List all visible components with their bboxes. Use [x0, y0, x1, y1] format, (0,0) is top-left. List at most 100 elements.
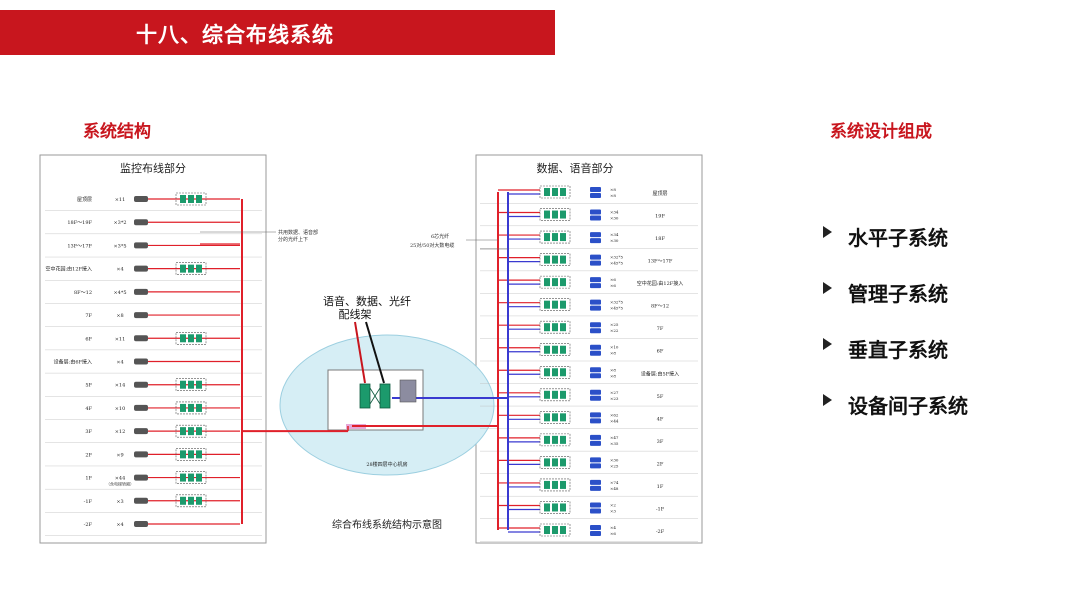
monitor-floor-label: 2F — [85, 452, 92, 458]
data-unit-box — [539, 298, 571, 311]
data-floor-label: 6F — [657, 349, 664, 355]
data-floor-label: 屋顶层 — [652, 191, 667, 197]
structure-label: 系统结构 — [83, 122, 151, 142]
phone-icon — [590, 187, 601, 192]
fiber-note-line1: 6芯光纤 — [431, 233, 449, 240]
pc-icon — [590, 215, 601, 221]
phone-icon — [590, 299, 601, 305]
data-floor-count: ×25 — [610, 322, 619, 327]
phone-icon — [590, 502, 601, 508]
phone-icon — [590, 254, 601, 260]
monitor-floor-label: 设备层:由6F接入 — [54, 359, 92, 366]
data-unit-patch — [552, 413, 558, 422]
monitor-unit-patch — [196, 380, 202, 389]
monitor-floor-label: 5F — [85, 383, 92, 389]
monitor-floor-label: 8F～12 — [74, 290, 92, 296]
data-unit-patch — [560, 345, 566, 354]
camera-icon — [134, 497, 148, 504]
pc-icon — [590, 260, 601, 266]
data-unit-box — [539, 208, 571, 221]
data-floor-count: ×25 — [610, 463, 619, 468]
camera-icon — [134, 219, 148, 226]
data-unit-patch — [560, 526, 566, 534]
data-unit-patch — [552, 390, 558, 399]
monitor-floor-count: ×11 — [115, 197, 126, 203]
monitor-floor-count: ×3*2 — [113, 220, 126, 226]
data-unit-box — [539, 523, 571, 537]
data-unit-box — [539, 411, 571, 424]
data-floor-label: 2F — [657, 461, 664, 467]
data-unit-patch — [544, 278, 550, 287]
phone-icon — [590, 232, 601, 238]
data-unit-patch — [560, 435, 566, 444]
monitor-unit-patch — [180, 450, 186, 459]
data-floor-count: ×8 — [610, 351, 616, 356]
data-unit-patch — [544, 210, 550, 219]
monitor-unit-box — [175, 471, 207, 484]
center-room-label: 28楼四层中心机房 — [366, 461, 407, 468]
data-unit-patch — [560, 390, 566, 399]
data-unit-patch — [544, 458, 550, 467]
phone-icon — [590, 479, 601, 485]
data-unit-patch — [544, 188, 550, 196]
monitor-unit-patch — [188, 380, 194, 389]
pc-icon — [590, 328, 601, 334]
data-unit-patch — [544, 323, 550, 332]
header-bar: 十八、综合布线系统 — [0, 10, 555, 55]
data-unit-patch — [552, 368, 558, 377]
data-floor-count: ×27 — [610, 390, 619, 395]
pc-icon — [590, 305, 601, 311]
data-floor-label: 8F～12 — [651, 304, 669, 310]
camera-icon — [134, 521, 148, 527]
camera-icon — [134, 196, 148, 202]
monitor-floor-count: ×14 — [115, 383, 126, 389]
data-unit-patch — [552, 458, 558, 467]
phone-icon — [590, 434, 601, 440]
monitor-unit-patch — [196, 195, 202, 203]
data-floor-label: 4F — [657, 416, 664, 422]
data-floor-count: ×35 — [610, 441, 619, 446]
data-unit-box — [539, 433, 571, 447]
pc-icon — [590, 485, 601, 491]
data-floor-count: ×8 — [610, 373, 616, 378]
data-unit-patch — [544, 503, 550, 512]
data-unit-box — [539, 275, 571, 289]
data-unit-box — [539, 185, 571, 199]
data-floor-count: ×30 — [610, 457, 619, 462]
data-unit-box — [539, 320, 571, 334]
monitor-unit-box — [175, 448, 207, 461]
data-unit-patch — [552, 278, 558, 287]
data-unit-box — [539, 456, 571, 469]
data-unit-patch — [552, 323, 558, 332]
data-floor-count: ×62 — [610, 412, 619, 417]
monitor-panel-title: 监控布线部分 — [120, 161, 186, 175]
share-note-line2: 分的光纤上下 — [278, 236, 308, 243]
camera-icon — [134, 265, 148, 272]
monitor-unit-box — [175, 424, 207, 438]
data-unit-patch — [552, 480, 558, 489]
monitor-floor-count: ×3 — [116, 499, 123, 505]
data-floor-count: ×30 — [610, 238, 619, 243]
data-floor-label: 19F — [655, 214, 665, 220]
data-floor-label: -2F — [656, 529, 665, 535]
data-floor-label: -1F — [656, 506, 665, 512]
monitor-floor-count: ×4*5 — [113, 290, 126, 296]
data-floor-count: ×8 — [610, 193, 616, 198]
data-unit-patch — [560, 278, 566, 287]
monitor-unit-patch — [196, 450, 202, 459]
monitor-unit-box — [175, 331, 207, 345]
pc-icon — [590, 283, 601, 289]
monitor-unit-patch — [188, 334, 194, 343]
data-floor-count: ×4 — [610, 525, 616, 530]
monitor-unit-patch — [188, 496, 194, 505]
monitor-unit-patch — [188, 195, 194, 203]
data-unit-patch — [552, 188, 558, 196]
data-unit-patch — [560, 323, 566, 332]
data-unit-patch — [552, 255, 558, 264]
camera-icon — [134, 428, 148, 435]
diagram-caption: 综合布线系统结构示意图 — [332, 518, 442, 531]
monitor-unit-patch — [188, 450, 194, 459]
page-title: 十八、综合布线系统 — [136, 23, 334, 47]
monitor-floor-label: -2F — [84, 522, 93, 528]
